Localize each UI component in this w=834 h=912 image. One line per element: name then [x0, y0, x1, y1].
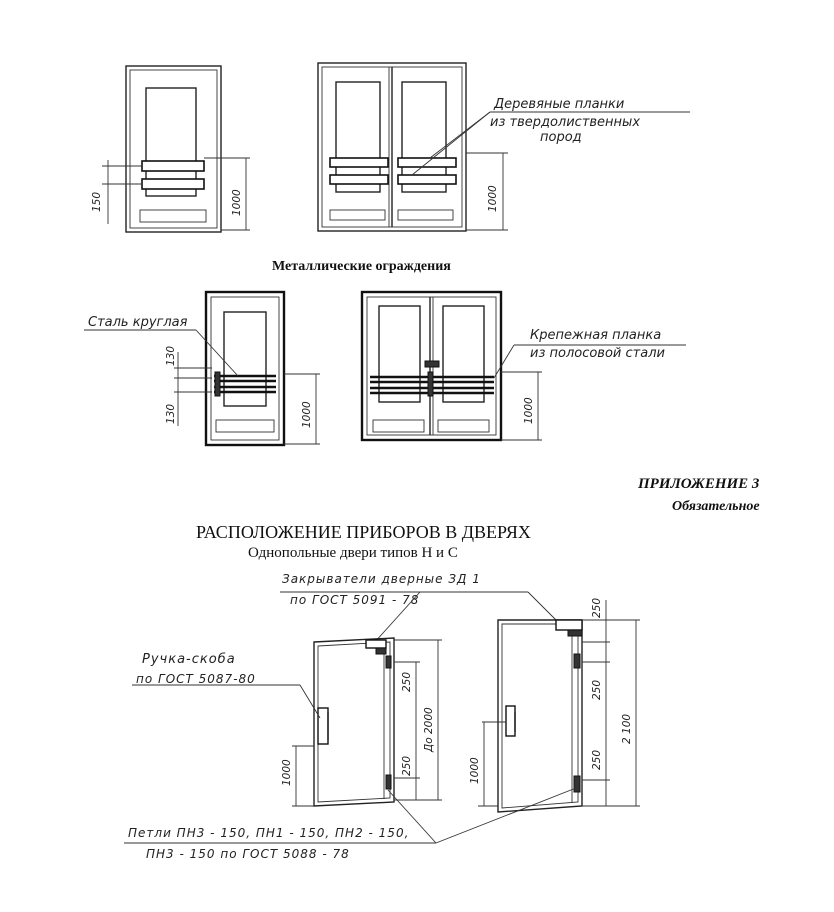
dim-150-top: 150	[91, 192, 103, 212]
dim-1000-mid-right: 1000	[523, 397, 535, 424]
dim-250-c: 250	[591, 598, 603, 618]
dim-1000-top-right: 1000	[487, 185, 499, 212]
single-door-wood-slats	[102, 65, 250, 233]
subtitle: Однопольные двери типов Н и С	[248, 545, 458, 561]
label-hinges-1: Петли ПН3 - 150, ПН1 - 150, ПН2 - 150,	[128, 826, 409, 840]
single-door-metal-guards	[84, 290, 320, 447]
label-fix-slat-2: из полосовой стали	[530, 346, 665, 361]
dim-250-d: 250	[591, 680, 603, 700]
main-title: РАСПОЛОЖЕНИЕ ПРИБОРОВ В ДВЕРЯХ	[196, 522, 531, 542]
dim-2100: 2 100	[621, 714, 633, 744]
label-steel-round: Сталь круглая	[88, 315, 188, 330]
single-door-type-n	[132, 637, 442, 807]
mandatory-label: Обязательное	[672, 499, 760, 514]
dim-250-a: 250	[401, 672, 413, 692]
dim-250-e: 250	[591, 750, 603, 770]
label-closer-1: Закрыватели дверные ЗД 1	[282, 572, 481, 586]
heading-metal-guards: Металлические ограждения	[272, 259, 451, 274]
dim-130-b: 130	[165, 404, 177, 424]
double-door-wood-slats	[317, 62, 690, 232]
dim-130-a: 130	[165, 346, 177, 366]
appendix-label: ПРИЛОЖЕНИЕ 3	[637, 476, 760, 492]
dim-1000-top-left: 1000	[231, 189, 243, 216]
single-door-type-c	[478, 600, 640, 813]
label-closer-2: по ГОСТ 5091 - 78	[290, 593, 419, 607]
dim-1000-bottom-left: 1000	[281, 759, 293, 786]
label-handle-2: по ГОСТ 5087-80	[136, 672, 256, 686]
dim-do-2000: До 2000	[423, 707, 435, 753]
dim-1000-bottom-right: 1000	[469, 757, 481, 784]
label-wood-slats-3: пород	[540, 130, 582, 145]
label-wood-slats-1: Деревяные планки	[493, 97, 624, 112]
double-door-metal-guards	[360, 290, 686, 442]
dim-1000-mid-left: 1000	[301, 401, 313, 428]
dim-250-b: 250	[401, 756, 413, 776]
label-fix-slat-1: Крепежная планка	[530, 328, 661, 343]
label-wood-slats-2: из твердолиственных	[490, 115, 640, 130]
label-handle-1: Ручка-скоба	[142, 652, 236, 667]
label-hinges-2: ПН3 - 150 по ГОСТ 5088 - 78	[146, 847, 350, 861]
